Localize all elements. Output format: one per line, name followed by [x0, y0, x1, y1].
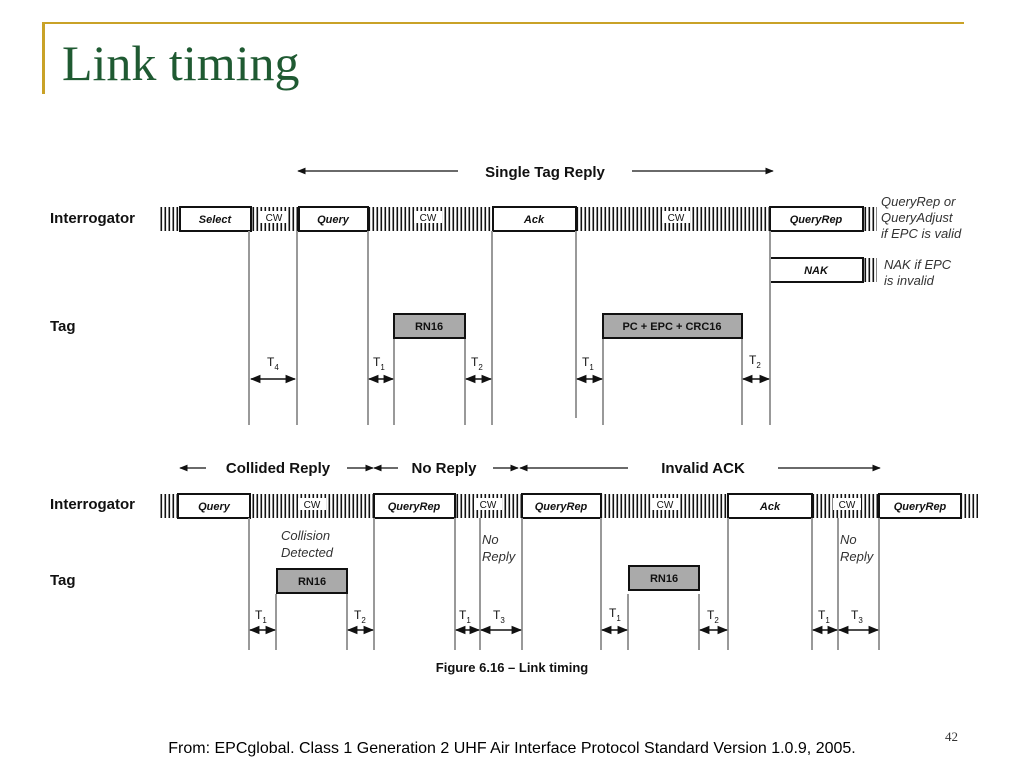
queryrep-frame-label: QueryRep: [535, 501, 588, 513]
t4-label: T4: [267, 355, 279, 372]
cw-band: [160, 207, 180, 231]
t1-label: T1: [373, 355, 385, 372]
cw-label: CW: [420, 213, 437, 224]
t2-label: T2: [749, 353, 761, 370]
ack-frame-label: Ack: [523, 214, 545, 226]
nak-note: is invalid: [884, 273, 935, 288]
queryrep-frame: [521, 493, 602, 519]
rn16-reply-label: RN16: [298, 576, 326, 588]
select-frame: [179, 206, 252, 232]
t2-label: T2: [354, 608, 366, 625]
queryrep-frame-label: QueryRep: [388, 501, 441, 513]
no-reply-note: Reply: [482, 549, 517, 564]
queryrep-note: QueryAdjust: [881, 210, 954, 225]
queryrep-frame-label: QueryRep: [894, 501, 947, 513]
cw-label: CW: [480, 500, 497, 511]
rn16-reply-label: RN16: [650, 573, 678, 585]
rn16-reply: [276, 568, 348, 594]
no-reply-note: No: [482, 532, 499, 547]
t3-label: T3: [851, 608, 863, 625]
queryrep-frame: [373, 493, 456, 519]
t2-label: T2: [471, 355, 483, 372]
cw-band: [863, 207, 877, 231]
nak-note: NAK if EPC: [884, 257, 952, 272]
no-reply-note: No: [840, 532, 857, 547]
t1-label: T1: [459, 608, 471, 625]
invalid-ack-label: Invalid ACK: [661, 460, 745, 477]
cw-label: CW: [266, 213, 283, 224]
select-frame-label: Select: [199, 214, 233, 226]
source-footer: From: EPCglobal. Class 1 Generation 2 UH…: [168, 740, 856, 757]
ack-frame: [727, 493, 813, 519]
cw-band: [159, 494, 178, 518]
title-accent-bar: [42, 22, 45, 94]
title-accent-rule: [42, 22, 964, 24]
collided-reply-label: Collided Reply: [226, 460, 331, 477]
page-number: 42: [945, 729, 958, 744]
no-reply-span-label: No Reply: [411, 460, 477, 477]
rn16-reply-label: RN16: [415, 321, 443, 333]
cw-label: CW: [839, 500, 856, 511]
pc-epc-crc16-reply-label: PC + EPC + CRC16: [622, 321, 721, 333]
cw-band: [961, 494, 978, 518]
query-frame: [177, 493, 251, 519]
pc-epc-crc16-reply: [602, 313, 743, 339]
tag-label-top: Tag: [50, 318, 76, 335]
ack-frame: [492, 206, 577, 232]
t1-label: T1: [582, 355, 594, 372]
figure-caption: Figure 6.16 – Link timing: [436, 660, 588, 675]
queryrep-frame-label: QueryRep: [790, 214, 843, 226]
rn16-reply: [393, 313, 466, 339]
cw-band: [863, 258, 877, 282]
ack-frame-label: Ack: [759, 501, 781, 513]
cw-label: CW: [668, 213, 685, 224]
queryrep-frame: [878, 493, 962, 519]
nak-frame-label: NAK: [804, 265, 829, 277]
t1-label: T1: [255, 608, 267, 625]
slide-title: Link timing: [62, 35, 300, 91]
t1-label: T1: [818, 608, 830, 625]
top-span-arrow: Single Tag Reply: [297, 164, 774, 181]
single-tag-reply-label: Single Tag Reply: [485, 164, 605, 181]
cw-label: CW: [657, 500, 674, 511]
query-frame: [298, 206, 369, 232]
t2-label: T2: [707, 608, 719, 625]
interrogator-label-bottom: Interrogator: [50, 496, 135, 513]
queryrep-note: QueryRep or: [881, 194, 956, 209]
query-frame-label: Query: [198, 501, 231, 513]
query-frame-label: Query: [317, 214, 350, 226]
interrogator-label-top: Interrogator: [50, 210, 135, 227]
cw-label: CW: [304, 500, 321, 511]
collision-note: Collision: [281, 528, 330, 543]
no-reply-note: Reply: [840, 549, 875, 564]
queryrep-note: if EPC is valid: [881, 226, 962, 241]
nak-frame: [769, 257, 864, 283]
t3-label: T3: [493, 608, 505, 625]
tag-label-bottom: Tag: [50, 572, 76, 589]
t1-label: T1: [609, 606, 621, 623]
queryrep-frame: [769, 206, 864, 232]
rn16-reply: [628, 565, 700, 591]
collision-note: Detected: [281, 545, 334, 560]
